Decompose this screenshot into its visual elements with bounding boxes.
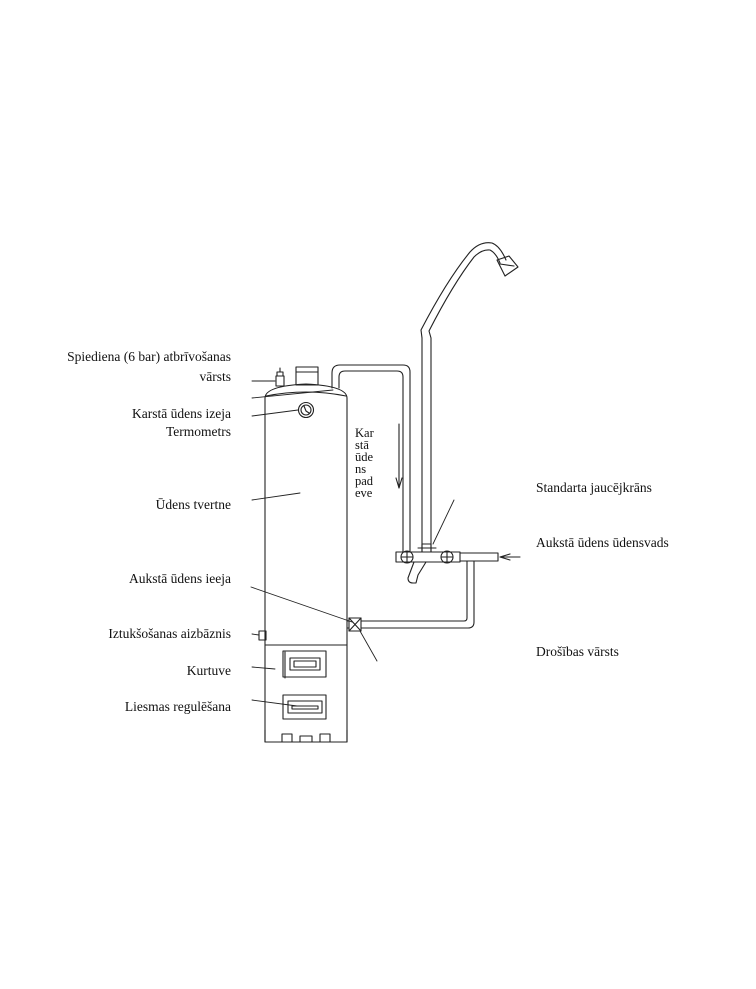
water-tank-body bbox=[264, 383, 348, 743]
label-cold-water-main: Aukstā ūdens ūdensvads bbox=[536, 535, 669, 550]
label-hot-water-supply-part: eve bbox=[355, 486, 373, 500]
label-water-tank: Ūdens tvertne bbox=[155, 497, 231, 512]
shower-head bbox=[496, 255, 519, 277]
cold-water-main-pipe bbox=[459, 552, 499, 562]
label-firebox: Kurtuve bbox=[186, 663, 231, 678]
safety-valve-symbol bbox=[348, 617, 362, 632]
label-standard-mixer: Standarta jaucējkrāns bbox=[536, 480, 652, 495]
label-pressure-valve-2: vārsts bbox=[199, 369, 232, 384]
label-cold-water-inlet: Aukstā ūdens ieeja bbox=[129, 571, 231, 586]
pressure-relief-valve bbox=[275, 367, 285, 387]
flame-control-door bbox=[282, 694, 327, 720]
label-hot-water-supply-part: stā bbox=[355, 438, 369, 452]
firebox-door bbox=[282, 650, 327, 679]
label-thermometer: Termometrs bbox=[165, 424, 231, 439]
tank-top-fitting bbox=[295, 366, 319, 386]
mixer-faucet bbox=[395, 543, 461, 584]
label-safety-valve: Drošības vārsts bbox=[536, 644, 619, 659]
label-hot-water-supply-part: ūde bbox=[355, 450, 374, 464]
hot-water-pipe bbox=[331, 364, 411, 553]
hot-water-flow-arrow bbox=[395, 423, 403, 489]
label-flame-control: Liesmas regulēšana bbox=[124, 699, 231, 714]
label-hot-water-supply-part: Kar bbox=[355, 426, 374, 440]
label-drain-plug: Iztukšošanas aizbāznis bbox=[108, 626, 231, 641]
thermometer-gauge bbox=[297, 401, 315, 419]
label-hot-water-supply-part: pad bbox=[355, 474, 374, 488]
leader-lines bbox=[250, 380, 455, 707]
label-hot-water-outlet: Karstā ūdens izeja bbox=[132, 406, 231, 421]
shower-riser bbox=[420, 242, 507, 553]
cold-water-inlet-pipe bbox=[346, 560, 475, 629]
label-pressure-valve-1: Spiediena (6 bar) atbrīvošanas bbox=[67, 349, 231, 364]
label-hot-water-supply-part: ns bbox=[355, 462, 367, 476]
label-hot-water-supply: Kar stā ūde ns pad eve bbox=[355, 426, 381, 500]
cold-water-inflow-arrow bbox=[499, 553, 521, 561]
drain-plug bbox=[258, 630, 267, 641]
